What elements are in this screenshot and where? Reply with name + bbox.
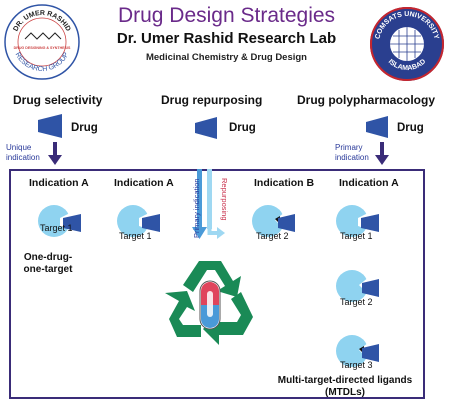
target-label: Target 1 <box>40 223 73 233</box>
down-arrow-icon <box>375 142 389 165</box>
target-label: Target 1 <box>119 231 152 241</box>
repurposing-vertical: Repurposing <box>220 178 229 221</box>
target-label: Target 3 <box>340 360 373 370</box>
capsule-icon <box>199 280 221 330</box>
drug-shape-icon <box>38 114 62 138</box>
target-drug-bound-icon <box>252 205 295 237</box>
lab-field: Medicinal Chemistry & Drug Design <box>145 52 307 63</box>
recycle-icon <box>165 261 253 345</box>
svg-text:DRUG DESIGNING & SYNTHESIS: DRUG DESIGNING & SYNTHESIS <box>14 46 71 50</box>
target-label: Target 2 <box>256 231 289 241</box>
mtdl-note: Multi-target-directed ligands(MTDLs) <box>277 375 413 398</box>
strategies-panel <box>9 169 425 399</box>
target-drug-bound-icon <box>336 205 379 237</box>
target-label: Target 2 <box>340 297 373 307</box>
primary-indication-vertical: Primary indication <box>192 178 201 238</box>
strategy-drug-repurposing: Drug repurposing <box>161 93 263 107</box>
down-arrow-icon <box>48 142 62 165</box>
strategy-drug-polypharmacology: Drug polypharmacology <box>297 93 436 107</box>
university-logo: COMSATS UNIVERSITY ISLAMABAD <box>370 7 444 81</box>
drug-shape-icon <box>195 117 217 139</box>
indication-label: Indication A <box>29 177 89 189</box>
target-label: Target 1 <box>340 231 373 241</box>
research-group-logo: DR. UMER RASHID RESEARCH GROUP DRUG DESI… <box>4 4 80 80</box>
page-title: Drug Design Strategies <box>117 4 336 27</box>
indication-label: Indication A <box>114 177 174 189</box>
drug-label: Drug <box>397 122 424 134</box>
target-drug-bound-icon <box>117 205 160 237</box>
drug-label: Drug <box>71 122 98 134</box>
lab-name: Dr. Umer Rashid Research Lab <box>116 30 337 47</box>
indication-label: Indication B <box>254 177 315 189</box>
target-drug-bound-icon <box>38 205 81 237</box>
indication-label: Indication A <box>339 177 399 189</box>
target-drug-bound-icon <box>336 270 379 302</box>
drug-label: Drug <box>229 122 256 134</box>
strategy-drug-selectivity: Drug selectivity <box>13 93 103 107</box>
one-drug-one-target-note: One-drug-one-target <box>23 252 73 275</box>
target-drug-bound-icon <box>336 335 379 367</box>
drug-shape-icon <box>366 116 388 138</box>
repurposing-arrows-icon <box>192 169 225 239</box>
